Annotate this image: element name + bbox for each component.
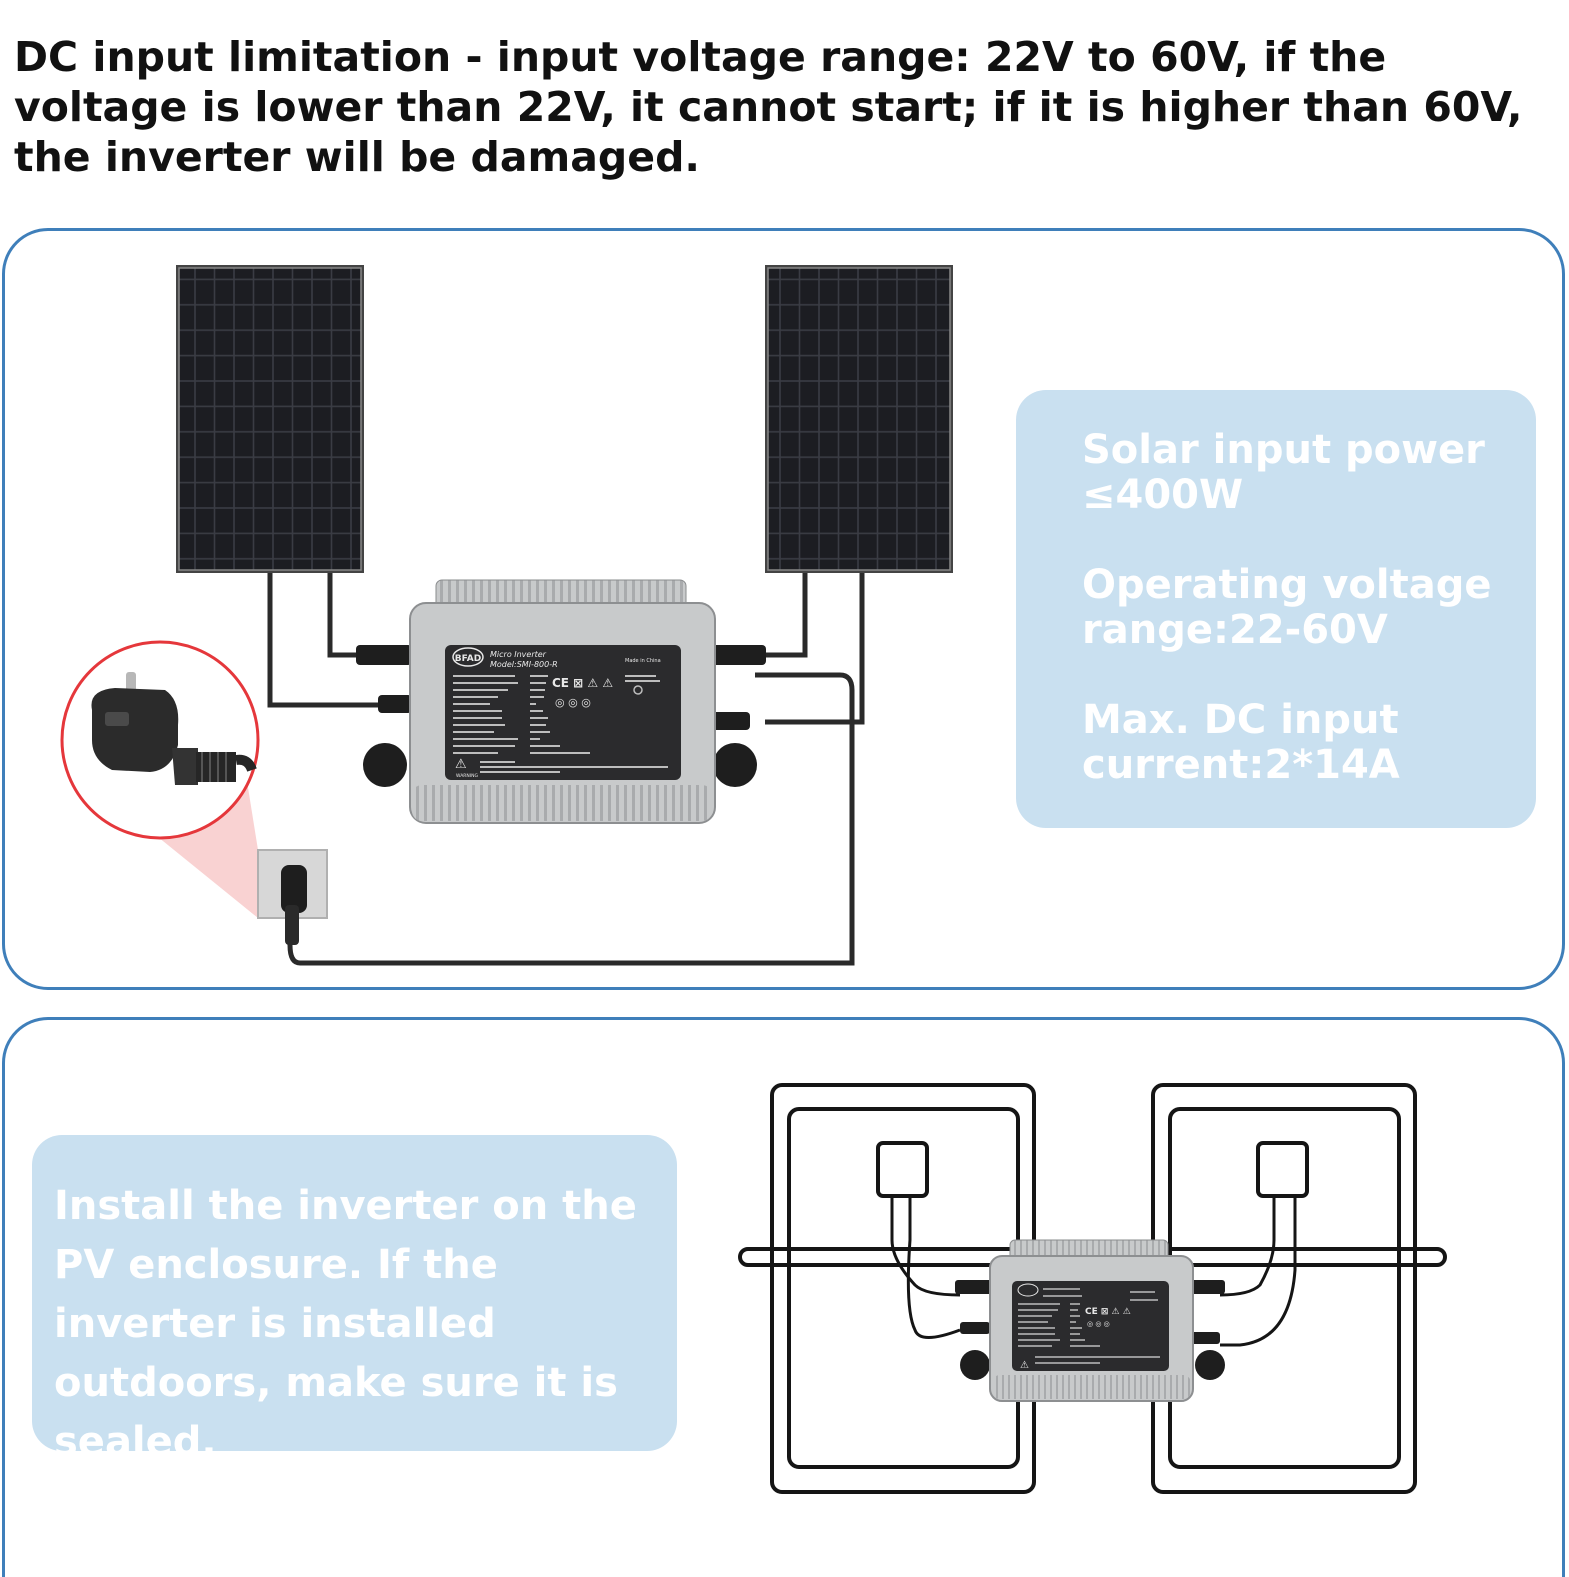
mc4-connectors bbox=[356, 645, 766, 787]
micro-inverter-large: BFAD Micro Inverter Model:SMI-800-R Made… bbox=[409, 579, 716, 824]
svg-text:⚠: ⚠ bbox=[1020, 1360, 1029, 1371]
wiring-diagram-illustration: BFAD Micro Inverter Model:SMI-800-R Made… bbox=[60, 265, 953, 966]
install-note-text: Install the inverter on the PV enclosure… bbox=[54, 1183, 637, 1465]
spec-callout: Solar input power ≤400W Operating voltag… bbox=[1016, 390, 1536, 828]
warning-triangle-icon: ⚠ bbox=[455, 757, 467, 772]
junction-boxes bbox=[876, 1141, 1309, 1198]
junction-cables bbox=[890, 1196, 1297, 1347]
inverter-brand-logo: BFAD bbox=[455, 654, 481, 664]
spec-solar-input-power: Solar input power ≤400W bbox=[1082, 427, 1485, 518]
install-note-callout: Install the inverter on the PV enclosure… bbox=[32, 1135, 677, 1465]
dc-cables bbox=[267, 572, 865, 966]
solar-panel-left bbox=[176, 265, 364, 573]
page-heading: DC input limitation - input voltage rang… bbox=[14, 33, 1523, 181]
inverter-label-origin: Made in China bbox=[625, 658, 661, 664]
inverter-label-warning: WARNING bbox=[456, 773, 478, 779]
micro-inverter-small: CE ⊠ ⚠ ⚠ ◎ ◎ ◎ ⚠ bbox=[955, 1239, 1225, 1402]
svg-text:CE ⊠ ⚠ ⚠: CE ⊠ ⚠ ⚠ bbox=[1085, 1307, 1131, 1317]
inverter-label-title: Micro Inverter bbox=[490, 650, 547, 659]
spec-table-lines bbox=[453, 675, 668, 773]
plug-closeup bbox=[60, 640, 260, 840]
solar-panel-right bbox=[765, 265, 953, 573]
spec-operating-voltage: Operating voltage range:22-60V bbox=[1082, 562, 1492, 653]
ce-mark-icon: CE ⊠ ⚠ ⚠ bbox=[552, 676, 613, 690]
inverter-label-model: Model:SMI-800-R bbox=[490, 660, 558, 669]
svg-text:◎ ◎ ◎: ◎ ◎ ◎ bbox=[1087, 1320, 1110, 1328]
spec-max-dc-current: Max. DC input current:2*14A bbox=[1082, 697, 1400, 788]
certification-icons: ◎ ◎ ◎ bbox=[555, 696, 591, 709]
